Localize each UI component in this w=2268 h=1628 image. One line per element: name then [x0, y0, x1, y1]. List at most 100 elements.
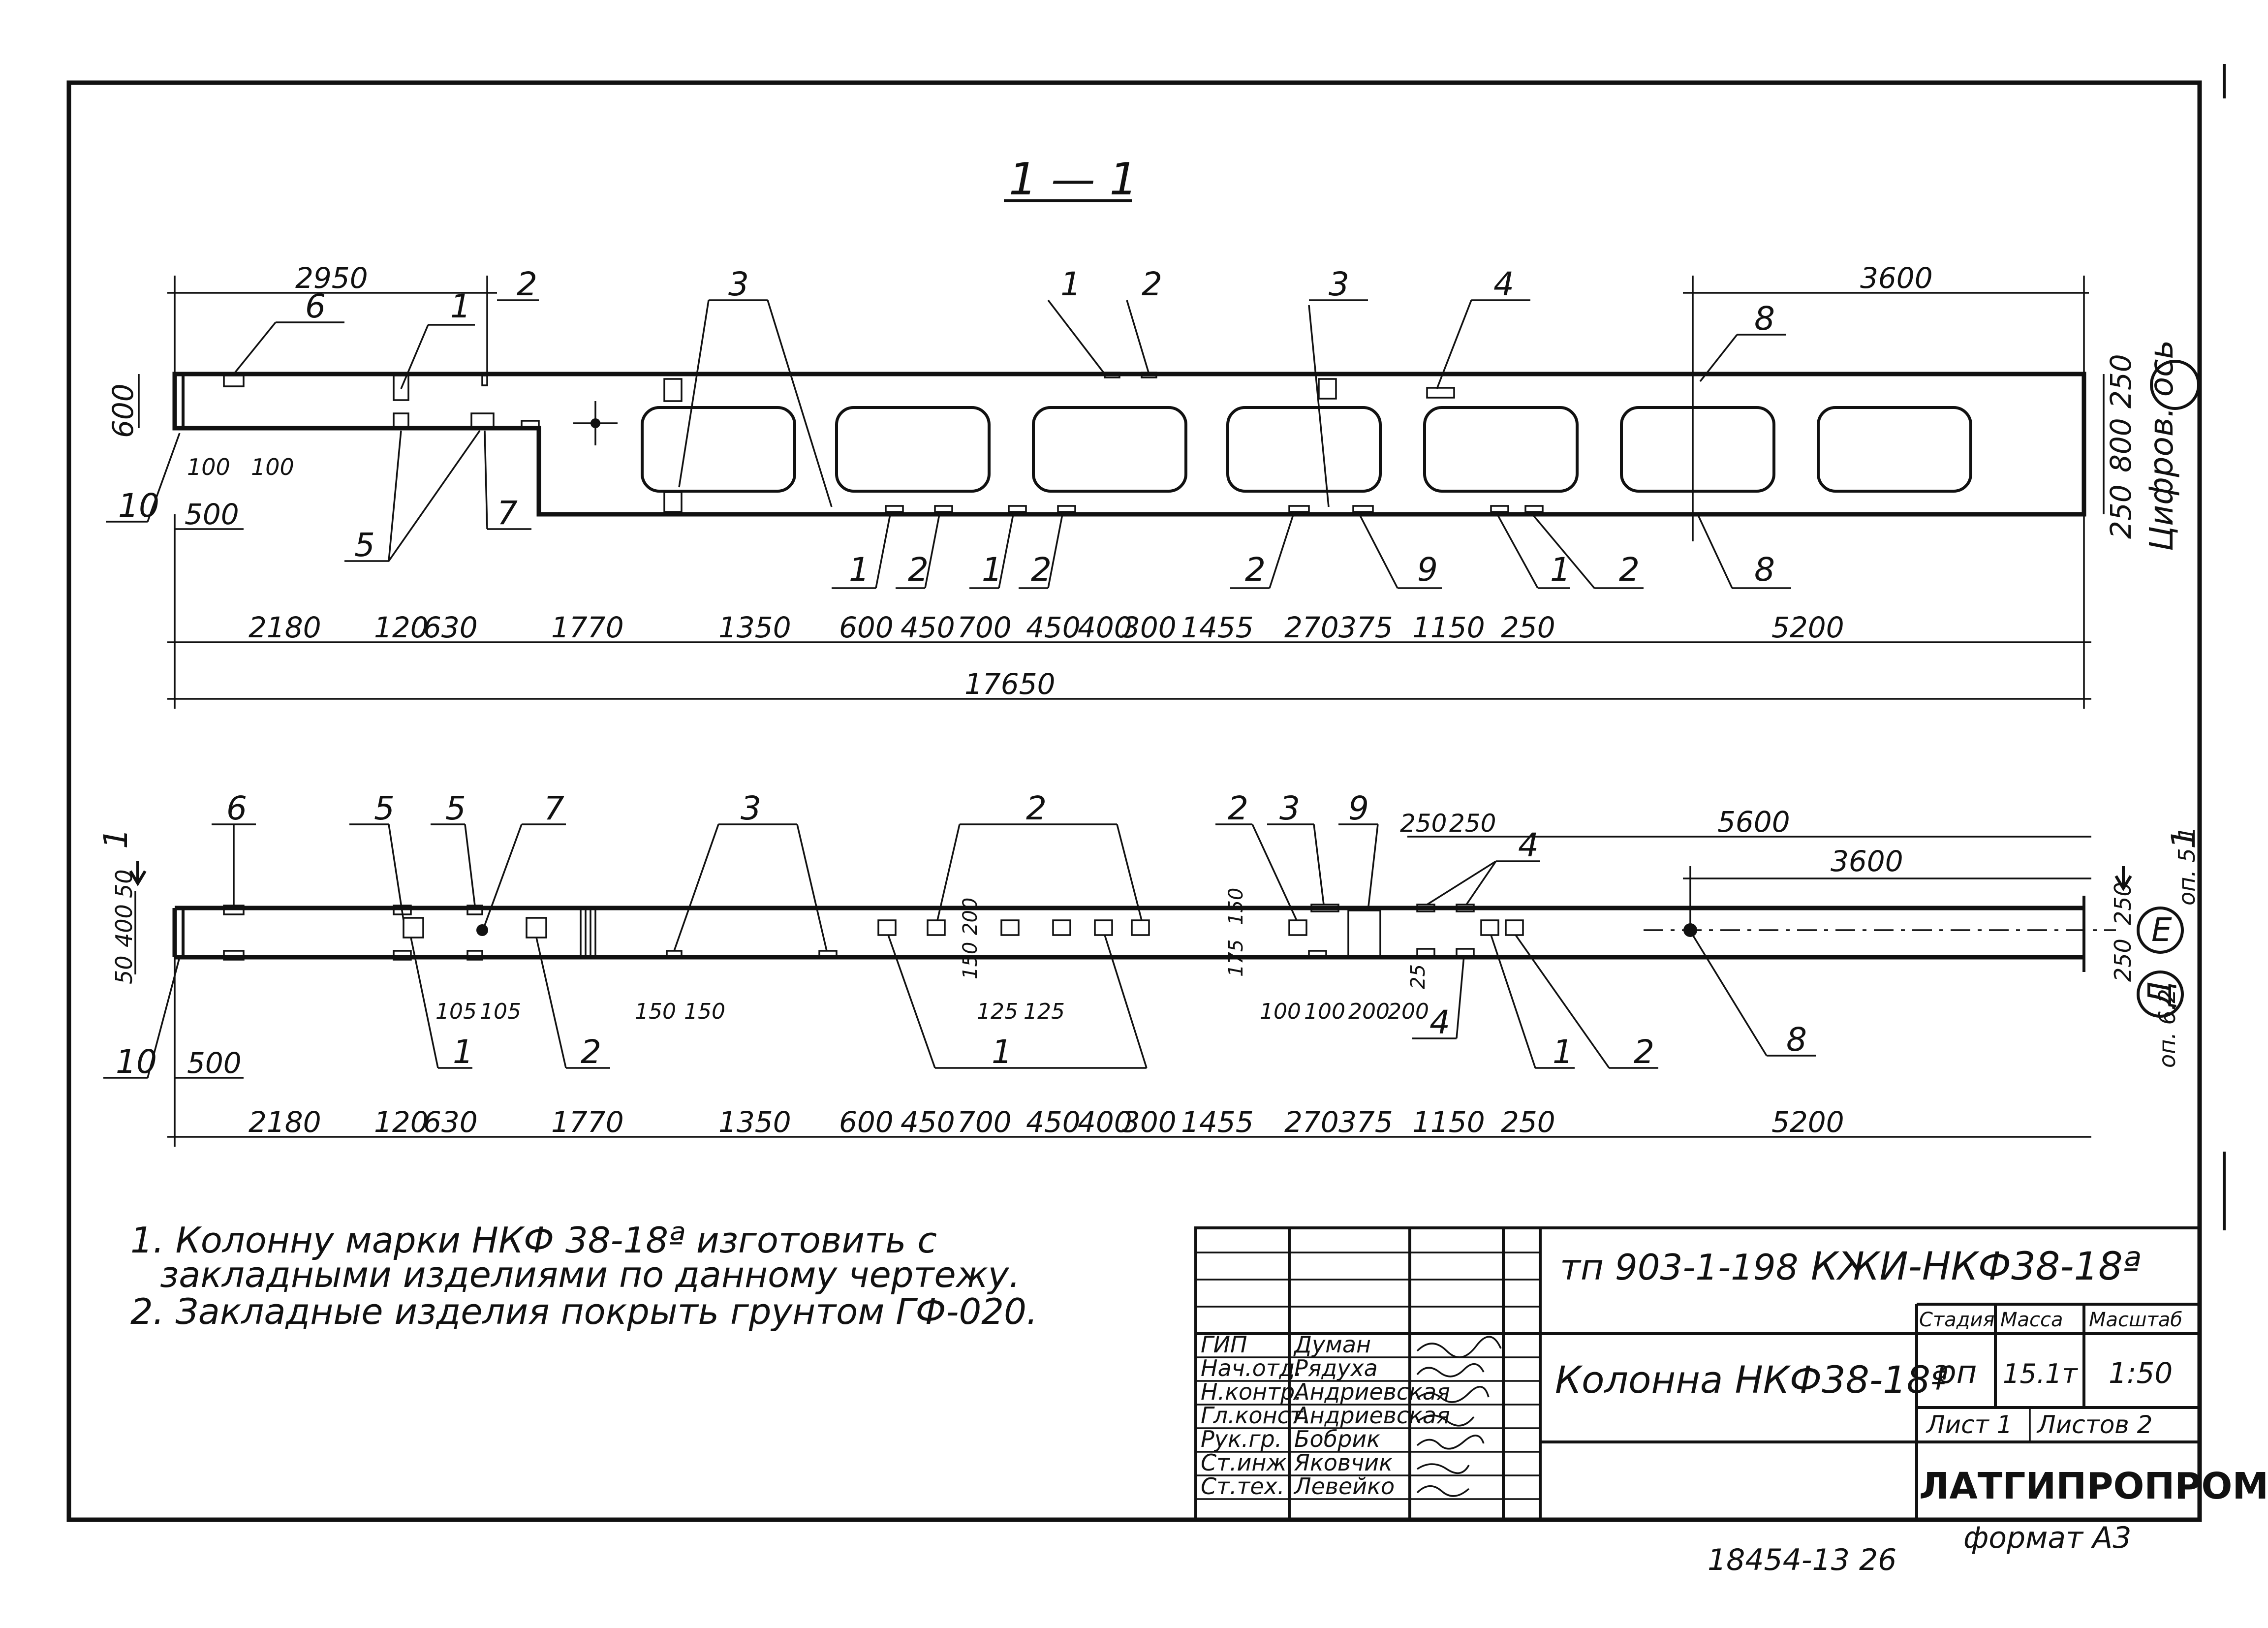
- axis-label-e: Е: [2151, 911, 2172, 949]
- dim-600: 600: [106, 383, 140, 438]
- seg-dim: 630: [423, 611, 478, 644]
- doc-code: тп 903-1-198: [1560, 1247, 1799, 1288]
- section-mark-right: 1: [2165, 828, 2203, 849]
- embedded-items-plan: [223, 904, 1524, 961]
- dim-3600-plan: 3600: [1831, 845, 1903, 878]
- dim-175: 175: [1225, 939, 1247, 977]
- axis-circle: [2150, 360, 2200, 410]
- dim-200b: 200: [1348, 999, 1390, 1024]
- callout: 8: [1754, 551, 1775, 589]
- axis-note-e: оп. 5.1: [2174, 826, 2200, 906]
- dim-100b-plan: 100: [1304, 999, 1345, 1024]
- callout: 2: [517, 265, 537, 303]
- embedded-items-top: [223, 372, 1544, 513]
- callout: 8: [1786, 1021, 1807, 1059]
- seg-dim: 1150: [1412, 611, 1485, 644]
- doc-mark: КЖИ-НКФ38-18ª: [1811, 1245, 2141, 1289]
- axis-label-d: Д: [2141, 981, 2179, 1008]
- role: Ст.инж.: [1201, 1449, 1294, 1476]
- dim-500: 500: [185, 498, 239, 531]
- doc-title: Колонна НКФ38-18ª: [1555, 1358, 1948, 1402]
- callout: 3: [1279, 789, 1300, 827]
- dim-150b: 150: [684, 999, 725, 1024]
- seg-dim: 1770: [551, 611, 624, 644]
- callout: 1: [1553, 1033, 1573, 1071]
- opening: [1817, 406, 1972, 493]
- callout: 2: [1634, 1033, 1654, 1071]
- seg-dim: 300: [1122, 611, 1177, 644]
- bottom-view: Е Д оп. 5.1 оп. 6.2 1 1 5600 3600 250 25…: [97, 805, 2203, 1147]
- dim-50b: 50: [111, 955, 137, 984]
- dim-250a: 250: [1400, 809, 1447, 838]
- axis-mark-7: [476, 924, 488, 936]
- seg-dim: 450: [1026, 611, 1081, 644]
- axis-label: Цифров. ось: [2143, 340, 2180, 551]
- section-title: 1 — 1: [1009, 154, 1138, 205]
- name: Думан: [1293, 1331, 1371, 1358]
- seg-dim: 120: [374, 1105, 429, 1139]
- callout: 2: [1228, 789, 1248, 827]
- seg-dim: 450: [901, 1105, 955, 1139]
- dim-125b: 125: [1024, 999, 1065, 1024]
- title-block: тп 903-1-198 КЖИ-НКФ38-18ª Колонна НКФ38…: [1194, 1226, 2268, 1521]
- role: Ст.тех.: [1201, 1473, 1284, 1500]
- dim-25: 25: [1407, 964, 1429, 989]
- callout: 3: [1329, 265, 1349, 303]
- notes: 1. Колонну марки НКФ 38-18ª изготовить с…: [130, 1220, 1038, 1332]
- seg-dim: 270: [1284, 611, 1339, 644]
- inventory-number: 18454-13 26: [1708, 1543, 1896, 1577]
- scale-value: 1:50: [2109, 1356, 2173, 1390]
- column-outline-plan: [172, 906, 2084, 960]
- dim-right-800: 800: [2104, 418, 2138, 472]
- dim-150a: 150: [635, 999, 676, 1024]
- sheets-count: Листов 2: [2036, 1410, 2152, 1439]
- callout: 9: [1417, 551, 1438, 589]
- name: Яковчик: [1294, 1449, 1393, 1476]
- axis-note-d: оп. 6.2: [2154, 989, 2180, 1068]
- dim-200a: 200: [959, 898, 982, 935]
- dim-50a: 50: [111, 869, 137, 898]
- callout: 3: [741, 789, 761, 827]
- openings-top: [641, 406, 1972, 493]
- callout: 1: [982, 551, 1002, 589]
- column-outline-top: [172, 372, 2086, 517]
- segment-dims-top: 2180 120 630 1770 1350 600 450 700 450 4…: [249, 611, 1844, 701]
- seg-dim: 5200: [1771, 611, 1844, 644]
- note-line: 2. Закладные изделия покрыть грунтом ГФ-…: [130, 1291, 1038, 1332]
- seg-dim: 450: [901, 611, 955, 644]
- seg-dim: 250: [1501, 1105, 1555, 1139]
- dim-200c: 200: [1388, 999, 1429, 1024]
- callout: 2: [1031, 551, 1052, 589]
- role: Гл.конст.: [1201, 1402, 1310, 1429]
- callout: 2: [1245, 551, 1266, 589]
- callout: 9: [1348, 789, 1369, 827]
- opening: [835, 406, 991, 493]
- mass-value: 15.1т: [2003, 1358, 2078, 1389]
- opening: [1226, 406, 1382, 493]
- callout: 1: [450, 287, 471, 325]
- opening: [641, 406, 796, 493]
- seg-dim: 2180: [249, 1105, 321, 1139]
- segment-dims-plan: 2180 120 630 1770 1350 600 450 700 450 4…: [249, 1105, 1844, 1139]
- note-line: закладными изделиями по данному чертежу.: [160, 1254, 1020, 1295]
- seg-dim: 375: [1338, 1105, 1393, 1139]
- axis-circle-e: [2137, 907, 2184, 954]
- dim-100a: 100: [187, 454, 230, 480]
- seg-dim: 450: [1026, 1105, 1081, 1139]
- seg-dim: 400: [1078, 1105, 1132, 1139]
- dim-500-plan: 500: [187, 1046, 242, 1080]
- dim-125a: 125: [977, 999, 1018, 1024]
- seg-dim: 250: [1501, 611, 1555, 644]
- seg-dim: 5200: [1771, 1105, 1844, 1139]
- role: Нач.отд.: [1201, 1355, 1302, 1381]
- callout: 7: [544, 789, 564, 827]
- callout: 4: [1429, 1003, 1450, 1041]
- dim-105b: 105: [480, 999, 521, 1024]
- callout: 3: [728, 265, 749, 303]
- seg-dim: 300: [1122, 1105, 1177, 1139]
- dim-100b: 100: [251, 454, 294, 480]
- format-label: формат А3: [1963, 1521, 2131, 1555]
- name: Андриевская: [1293, 1402, 1450, 1429]
- name: Левейко: [1293, 1473, 1395, 1500]
